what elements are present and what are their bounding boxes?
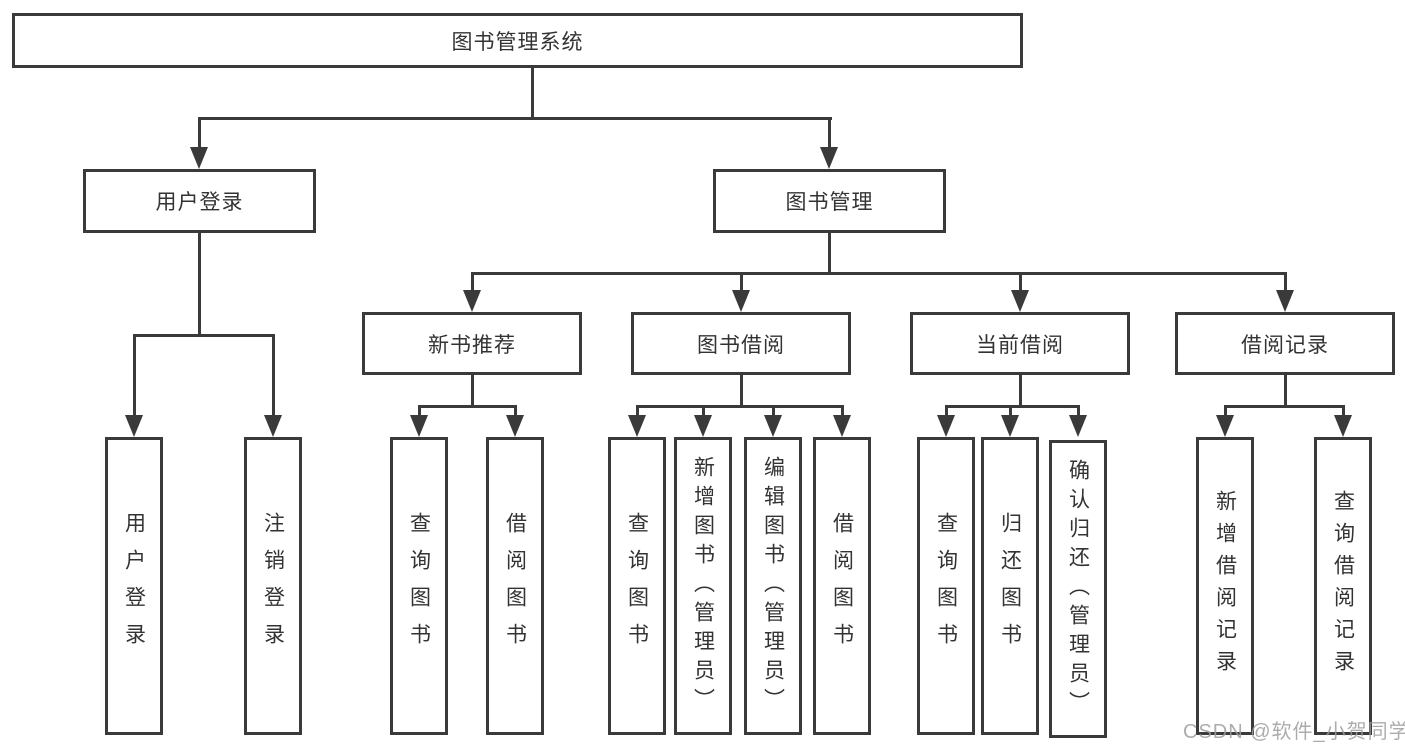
connector-line (1284, 272, 1287, 295)
connector-line (740, 375, 743, 407)
connector-line (1284, 375, 1287, 407)
leaf-current-return: 归还图书 (981, 437, 1039, 735)
connector-line (1224, 405, 1227, 418)
arrow-down-icon (1011, 290, 1029, 312)
leaf-borrow-add-admin: 新增图书（管理员） (674, 437, 732, 735)
connector-line (471, 272, 474, 295)
leaf-label: 新增借阅记录 (1213, 490, 1237, 682)
arrow-down-icon (1334, 415, 1352, 437)
arrow-down-icon (1069, 415, 1087, 437)
connector-line (828, 233, 831, 274)
leaf-newbook-query: 查询图书 (390, 437, 448, 735)
leaf-label: 归还图书 (998, 512, 1022, 660)
connector-line (841, 405, 844, 418)
leaf-label: 查询借阅记录 (1331, 490, 1355, 682)
connector-line (828, 117, 831, 150)
arrow-down-icon (463, 290, 481, 312)
leaf-user-login: 用户登录 (105, 437, 163, 735)
connector-line (198, 117, 201, 150)
leaf-logout: 注销登录 (244, 437, 302, 735)
leaf-label: 借阅图书 (830, 512, 854, 660)
arrow-down-icon (506, 415, 524, 437)
leaf-label: 编辑图书（管理员） (761, 455, 785, 717)
arrow-down-icon (1276, 290, 1294, 312)
leaf-current-query: 查询图书 (917, 437, 975, 735)
leaf-newbook-borrow: 借阅图书 (486, 437, 544, 735)
connector-line (418, 405, 421, 418)
leaf-label: 借阅图书 (503, 512, 527, 660)
connector-line (418, 405, 517, 408)
arrow-down-icon (628, 415, 646, 437)
connector-line (1077, 405, 1080, 418)
node-new-book-recommend: 新书推荐 (362, 312, 582, 375)
node-book-management-branch: 图书管理 (713, 169, 946, 233)
leaf-label: 用户登录 (122, 512, 146, 660)
connector-line (772, 405, 775, 418)
arrow-down-icon (833, 415, 851, 437)
leaf-records-add: 新增借阅记录 (1196, 437, 1254, 735)
connector-line (471, 375, 474, 407)
connector-line (1019, 272, 1022, 295)
connector-line (1224, 405, 1345, 408)
arrow-down-icon (410, 415, 428, 437)
connector-line (272, 334, 275, 417)
connector-line (945, 405, 948, 418)
arrow-down-icon (694, 415, 712, 437)
connector-line (945, 405, 1080, 408)
connector-line (1009, 405, 1012, 418)
connector-line (471, 272, 1287, 275)
arrow-down-icon (764, 415, 782, 437)
leaf-label: 确认归还（管理员） (1066, 458, 1090, 720)
connector-line (514, 405, 517, 418)
leaf-current-confirm-admin: 确认归还（管理员） (1049, 440, 1107, 738)
arrow-down-icon (125, 415, 143, 437)
arrow-down-icon (190, 147, 208, 169)
leaf-label: 注销登录 (261, 512, 285, 660)
arrow-down-icon (1001, 415, 1019, 437)
leaf-label: 查询图书 (934, 512, 958, 660)
node-book-borrow: 图书借阅 (631, 312, 851, 375)
connector-line (133, 334, 275, 337)
arrow-down-icon (732, 290, 750, 312)
connector-line (198, 233, 201, 335)
node-root: 图书管理系统 (12, 13, 1023, 68)
connector-line (531, 68, 534, 118)
node-user-login-branch: 用户登录 (83, 169, 316, 233)
node-current-borrow: 当前借阅 (910, 312, 1130, 375)
leaf-borrow-borrow: 借阅图书 (813, 437, 871, 735)
connector-line (740, 272, 743, 295)
connector-line (1019, 375, 1022, 407)
arrow-down-icon (820, 147, 838, 169)
connector-line (1342, 405, 1345, 418)
leaf-borrow-edit-admin: 编辑图书（管理员） (744, 437, 802, 735)
leaf-borrow-query: 查询图书 (608, 437, 666, 735)
leaf-records-query: 查询借阅记录 (1314, 437, 1372, 735)
connector-line (133, 334, 136, 417)
connector-line (702, 405, 705, 418)
node-borrow-records: 借阅记录 (1175, 312, 1395, 375)
connector-line (636, 405, 639, 418)
connector-line (636, 405, 844, 408)
connector-line (198, 117, 832, 120)
arrow-down-icon (264, 415, 282, 437)
leaf-label: 新增图书（管理员） (691, 455, 715, 717)
watermark: CSDN @软件_小贺同学 (1183, 721, 1405, 743)
arrow-down-icon (937, 415, 955, 437)
arrow-down-icon (1216, 415, 1234, 437)
leaf-label: 查询图书 (625, 512, 649, 660)
leaf-label: 查询图书 (407, 512, 431, 660)
